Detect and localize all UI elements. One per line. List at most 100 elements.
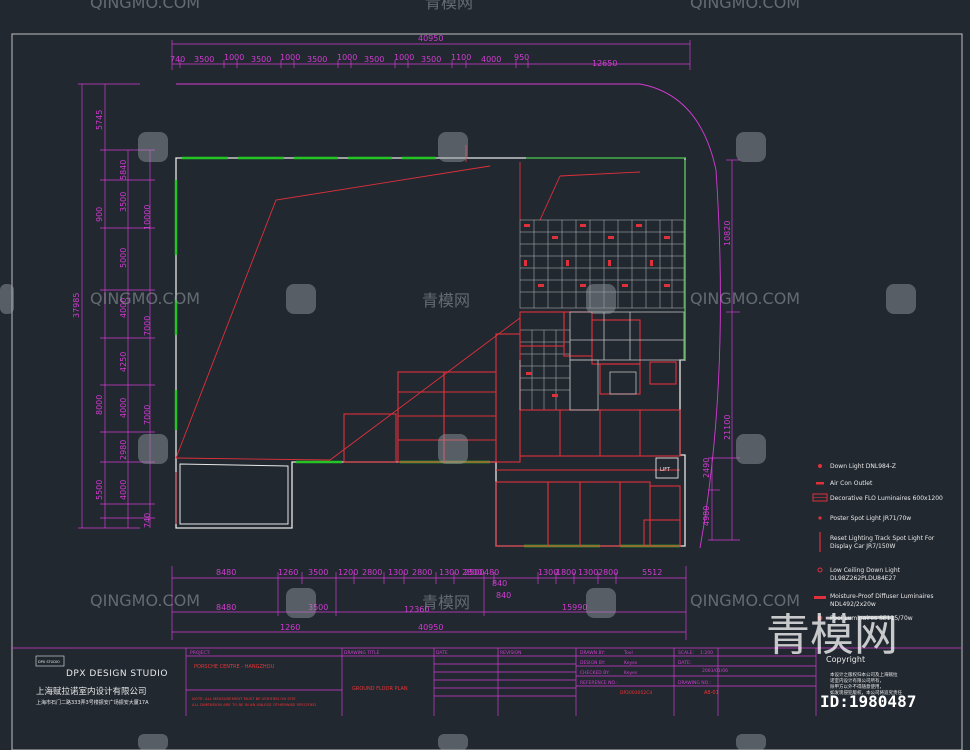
windows [174, 156, 680, 548]
dim-top-seg: 3500 [251, 55, 271, 64]
checked-by-label: CHECKED BY: [580, 670, 610, 676]
drawing-title: GROUND FLOOR PLAN [352, 686, 408, 692]
dim-bottom-seg: 2800 [462, 568, 482, 577]
note-line: ALL DIMENSION ARE TO BE IN AN UNLESS OTH… [192, 702, 316, 707]
qingmo-logo-icon [586, 588, 616, 618]
design-by: Keyes [624, 660, 638, 666]
dim-left-seg: 740 [143, 513, 152, 528]
legend-item: Decorative FLO Luminaires 600x1200 [830, 495, 943, 502]
canopy-line [176, 83, 721, 549]
title-block-frame [12, 647, 962, 716]
watermark-en: QINGMO.COM [690, 0, 800, 12]
dim-bottom-row1: 8480 1260 3500 1200 2800 1300 2800 1300 … [216, 568, 662, 577]
legend-item: Air Con Outlet [830, 480, 873, 487]
dim-top-segments: 740 3500 1000 3500 1000 3500 1000 3500 1… [170, 53, 617, 68]
qingmo-logo-icon [138, 734, 168, 750]
dim-bottom-seg: 1300 [538, 568, 558, 577]
legend-item: DL98Z262PLDU84E27 [830, 575, 896, 582]
moisture-proof-icon [814, 596, 826, 599]
dim-top-seg: 950 [514, 53, 529, 62]
dim-bottom-seg: 8480 [216, 568, 236, 577]
copyright-note: 诺室内设计有限公司所有， [830, 677, 884, 684]
watermarks: QINGMO.COM 青模网 QINGMO.COM QINGMO.COM 青模网… [90, 0, 916, 711]
dim-bottom-seg: 1300 [439, 568, 459, 577]
qingmo-logo-icon [138, 132, 168, 162]
left-dimensions [78, 83, 155, 529]
legend-item: Low Ceiling Down Light [830, 567, 901, 574]
revision-label: REVISION [500, 650, 521, 656]
dim-top-seg: 12650 [592, 59, 617, 68]
qingmo-logo-icon [438, 132, 468, 162]
dim-left-total: 37985 [72, 293, 81, 318]
down-light-icon [818, 464, 822, 468]
dim-bottom-extra: 840 [496, 591, 511, 600]
qingmo-logo-icon [438, 434, 468, 464]
studio-logo [35, 655, 65, 667]
design-by-label: DESIGN BY: [580, 660, 605, 666]
dim-bottom-extra: 840 [492, 579, 507, 588]
date-label: DATE [436, 650, 448, 656]
company-address: 上海市石门二路333弄3号楼振安广场振安大厦17A [36, 699, 149, 706]
dim-top-seg: 1000 [280, 53, 300, 62]
bottom-dimensions [171, 566, 687, 640]
legend-item: Pool Luminaires SE115/70w [830, 615, 913, 622]
dim-bottom-row2-seg: 8480 [216, 603, 236, 612]
dim-left-seg: 7000 [143, 316, 152, 336]
dim-bottom-seg: 2800 [412, 568, 432, 577]
copyright-note: 本设计之版权归本公司及上海赋拉 [830, 671, 898, 678]
watermark-big-cn: 青模网 [766, 610, 898, 661]
dim-left-seg: 5840 [119, 160, 128, 180]
studio-logo-text: DPX STUDIO [38, 660, 60, 664]
legend-item: Display Car JR7/150W [830, 543, 895, 550]
right-dimensions [708, 159, 740, 541]
dim-left-inner-seg: 4000 [119, 398, 128, 418]
copyright-note: 除甲方以外不得随意使用， [830, 683, 884, 690]
watermark-en: QINGMO.COM [90, 289, 200, 308]
qingmo-logo-icon [138, 434, 168, 464]
partitions [519, 311, 685, 411]
dim-bottom-total: 40950 [418, 623, 443, 632]
dim-top-seg: 1000 [337, 53, 357, 62]
dim-bottom-seg: 1300 [388, 568, 408, 577]
qingmo-logo-icon [286, 588, 316, 618]
dim-top-total: 40950 [418, 34, 443, 43]
legend-item: Poster Spot Light JR71/70w [830, 515, 911, 522]
copyright-label: Copyright [826, 655, 865, 664]
rooms [343, 311, 681, 547]
spot-light-icon [818, 516, 822, 520]
drawing-no-label: DRAWING NO.: [678, 680, 711, 686]
dim-bottom-seg: 2800 [598, 568, 618, 577]
ceiling-grid [519, 219, 685, 411]
dim-left-inner-seg: 900 [95, 207, 104, 222]
dim-right-b1: 2490 [702, 458, 711, 478]
dim-bottom-seg: 2800 [362, 568, 382, 577]
qingmo-logo-icon [736, 132, 766, 162]
legend-item: Moisture-Proof Diffuser Luminaires [830, 593, 933, 600]
top-dimensions [171, 40, 691, 70]
scale-label: SCALE: [678, 650, 694, 656]
dim-bottom-seg: 1200 [338, 568, 358, 577]
qingmo-logo-icon [286, 284, 316, 314]
dim-top-seg: 3500 [307, 55, 327, 64]
watermark-id: ID:1980487 [820, 692, 916, 711]
dim-left-inner-seg: 4250 [119, 352, 128, 372]
watermark-cn: 青模网 [422, 593, 470, 612]
dim-left-seg: 10000 [143, 205, 152, 230]
dim-top-seg: 1100 [451, 53, 471, 62]
dim-top-seg: 1000 [394, 53, 414, 62]
dim-bottom-row2-seg: 15990 [562, 603, 587, 612]
date2-label: DATE: [678, 660, 691, 666]
dim-left-seg: 4000 [119, 480, 128, 500]
dim-left-seg: 3500 [119, 192, 128, 212]
dim-bottom-row2: 8480 3500 12360 15990 [216, 603, 587, 614]
dim-top-seg: 3500 [364, 55, 384, 64]
dim-right-top: 10820 [723, 221, 732, 246]
dim-left-inner: 900 5000 4000 4250 8000 2980 4000 [95, 207, 128, 460]
legend-item: Down Light DNL984-Z [830, 463, 896, 470]
note-line: NOTE: ALL MEASUREMENT MUST BE VERIFIED O… [192, 696, 296, 701]
dim-bottom-row3-left: 1260 [280, 623, 300, 632]
access-lines [175, 145, 641, 524]
scale-value: 1:200 [700, 650, 713, 656]
dim-bottom-seg: 2500 [464, 568, 484, 577]
